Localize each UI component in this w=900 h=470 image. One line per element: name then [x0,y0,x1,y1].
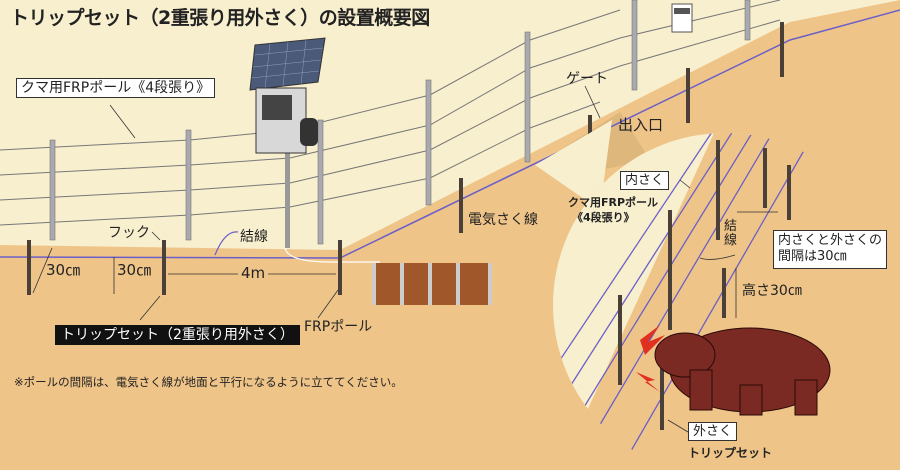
inset-tie-wire-label: 結線 [724,219,738,249]
electric-wire-label: 電気さく線 [468,212,538,228]
outer-fence-label: 外さく [688,422,738,441]
inset-trip-set-label: トリップセット [688,446,773,460]
solar-energizer [249,37,326,248]
height-label: 30㎝ [117,261,152,279]
entrance-label: 出入口 [618,116,664,134]
callout-wedge [535,120,612,210]
trip-set-label: トリップセット（2重張り用外さく） [55,325,300,345]
diag-distance-label: 30㎝ [46,261,81,279]
gap-note-line2: 間隔は30㎝ [778,249,847,265]
spacing-label: 4m [238,266,269,281]
inset-height-label: 高さ30㎝ [742,283,802,299]
wire-reel [372,263,492,305]
inset-bear-pole-label: クマ用FRPポール [568,196,659,209]
installation-note: ※ポールの間隔は、電気さく線が地面と平行になるように立ててください。 [14,375,403,389]
inner-fence-label: 内さく [620,171,670,190]
gap-note-line1: 内さくと外さくの [778,233,883,248]
hook-label: フック [108,225,150,241]
bear-pole-label: クマ用FRPポール《4段張り》 [16,78,216,98]
gate-label: ゲート [566,71,608,87]
inset-circle [553,133,897,470]
ground-wire [284,247,380,263]
frp-pole-label: FRPポール [304,319,373,335]
inset-four-tier-label: 《4段張り》 [572,211,635,224]
bear [654,327,831,416]
page-title: トリップセット（2重張り用外さく）の設置概要図 [10,7,430,29]
tie-wire-label: 結線 [240,229,268,245]
gap-note: 内さくと外さくの 間隔は30㎝ [773,230,888,269]
tie-wire [214,231,239,256]
back-fence-poles [49,0,751,245]
